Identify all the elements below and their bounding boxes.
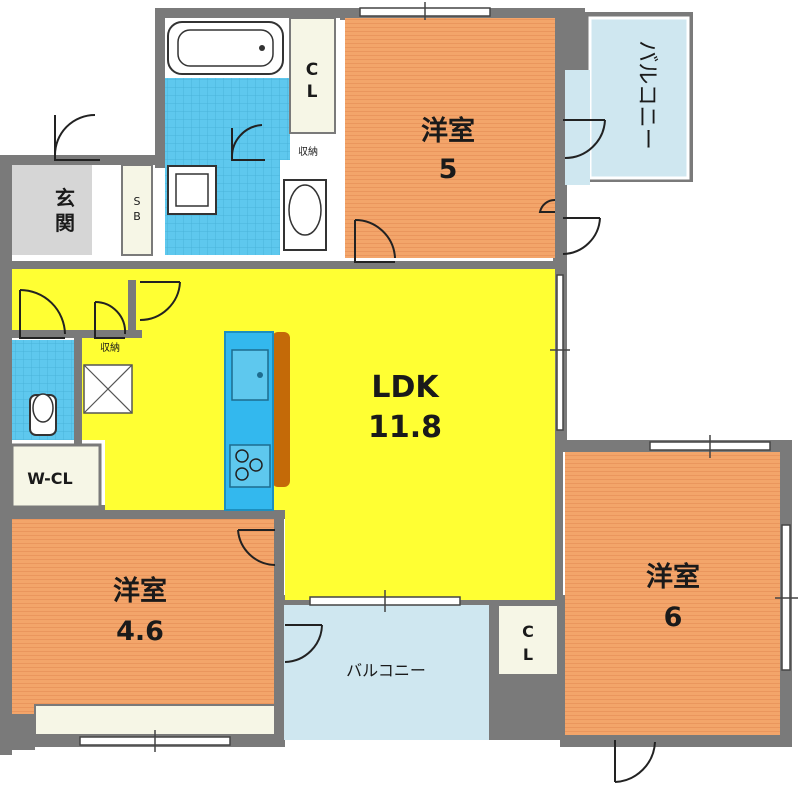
- closet-top-label-1: C: [306, 60, 318, 80]
- room-western-6-size: 6: [664, 602, 683, 633]
- room-western-4-6-size: 4.6: [116, 616, 164, 647]
- closet-top-label-2: L: [307, 82, 318, 102]
- room-ldk-size: 11.8: [368, 410, 442, 445]
- windows: [79, 2, 798, 752]
- closet-top: [289, 17, 336, 134]
- balcony-bottom: [284, 605, 489, 740]
- storage-hall-label: 収納: [100, 341, 120, 354]
- shoebox: [121, 164, 153, 256]
- counter-icon: [272, 332, 290, 487]
- entrance-label-1: 玄: [55, 186, 75, 210]
- balcony-bottom-label: バルコニー: [346, 661, 426, 680]
- closet-right-label-1: C: [522, 622, 534, 641]
- room-western-5-size: 5: [439, 154, 458, 185]
- kitchen: [224, 331, 290, 511]
- room-western-5-label: 洋室: [421, 115, 475, 147]
- room-western-4-6-label: 洋室: [113, 575, 167, 607]
- room-western-4-6: [12, 519, 274, 714]
- closet-right-label-2: L: [523, 645, 533, 664]
- sb-label-1: S: [134, 195, 141, 208]
- bathtub-icon: [167, 21, 284, 75]
- walk-in-closet: [10, 443, 102, 509]
- toilet-icon: [29, 393, 57, 436]
- sb-label-2: B: [133, 210, 141, 223]
- entrance: [12, 165, 92, 255]
- closet-right: [497, 604, 559, 676]
- balcony-top-label: バルコニー: [634, 40, 659, 150]
- entrance-label-2: 関: [55, 211, 75, 235]
- room-western-5: [345, 18, 555, 258]
- room-western-6-label: 洋室: [646, 561, 700, 593]
- room-ldk-label: LDK: [371, 370, 440, 405]
- storage-bath-label: 収納: [298, 145, 318, 158]
- doors: [19, 114, 656, 783]
- washbasin-icon: [283, 179, 327, 251]
- room-western-6: [565, 452, 780, 735]
- walk-in-closet-label: W-CL: [27, 469, 73, 488]
- washing-machine-icon: [167, 165, 217, 215]
- balcony-top: [588, 16, 690, 180]
- bathroom: [165, 78, 290, 160]
